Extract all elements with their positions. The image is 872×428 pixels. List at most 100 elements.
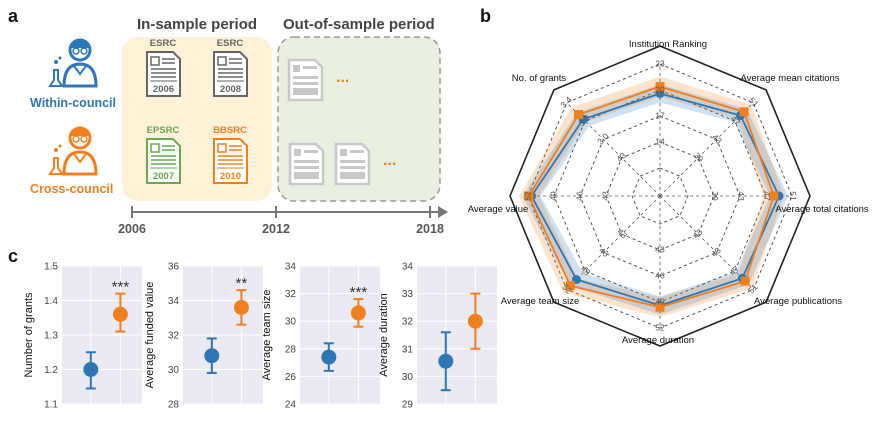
y-tick-label: 30 [168,365,180,376]
radar-grid-ring [527,63,793,329]
mean-point [321,349,337,365]
mean-point [204,348,220,364]
y-axis-label: Average funded value [144,282,156,389]
plot-background [300,266,380,404]
y-tick-label: 1.1 [44,400,58,411]
radar-axis-label: Average duration [622,335,694,346]
mean-point [467,313,483,329]
grant-year-3: 2010 [220,171,241,182]
grant-year-1: 2008 [220,84,241,95]
radar-axis-label: Average mean citations [740,73,839,84]
grant-agency-2: EPSRC [147,125,180,136]
mean-point [233,299,249,315]
radar-tick-label: 52 [522,191,532,201]
radar-inner-tick-label: 43 [655,244,665,254]
grant-agency-1: ESRC [217,38,244,49]
y-tick-label: 1.4 [44,296,58,307]
timeline-label-2012: 2012 [262,222,290,236]
radar-axis-label: Institution Ranking [629,39,707,50]
mean-point [83,362,99,377]
radar-grid-ring [631,167,689,225]
y-tick-label: 31 [402,344,414,355]
cross-council-point [655,82,665,92]
y-tick-label: 32 [285,289,297,300]
timeline-label-2006: 2006 [118,222,146,236]
radar-inner-tick-label: 14 [655,136,665,146]
radar-axis-label: No. of grants [512,73,567,84]
radar-tick-label: 17 [655,110,665,120]
y-tick-label: 24 [285,400,297,411]
y-tick-label: 33 [402,289,414,300]
cross-council-point [655,302,665,312]
grant-year-2: 2007 [153,171,174,182]
radar-tick-label: 23 [655,58,665,68]
y-axis-label: Average duration [378,293,390,377]
radar-grid-ring [509,45,811,347]
y-tick-label: 1.2 [44,365,58,376]
faded-document-icon [334,142,371,186]
y-tick-label: 1.3 [44,331,58,342]
cross-council-point [524,191,534,201]
cross-council-point [739,107,749,117]
cross-council-point [574,110,584,120]
y-tick-label: 28 [168,400,180,411]
radar-grid-ring [579,115,741,277]
ellipsis-top: ... [336,69,349,86]
y-tick-label: 30 [402,372,414,383]
radar-tick-label: 47 [762,191,772,201]
cross-council-point [740,276,750,286]
y-axis-label: Average team size [261,290,273,381]
in-sample-title: In-sample period [137,16,257,33]
within-council-label: Within-council [30,96,116,110]
radar-tick-label: 46 [655,270,665,280]
y-tick-label: 34 [168,296,180,307]
y-tick-label: 36 [168,262,180,273]
panel-label-b: b [480,6,491,26]
mean-point [350,305,366,321]
radar-tick-label: 46 [574,191,584,201]
y-tick-label: 32 [168,331,180,342]
plot-background [417,266,497,404]
cross-council-point [769,191,779,201]
radar-tick-label: 51 [788,191,798,201]
radar-tick-label: 49 [655,296,665,306]
significance-stars: *** [112,279,130,296]
significance-stars: ** [236,275,248,292]
within-council-point [655,88,665,98]
y-tick-label: 34 [402,262,414,273]
out-sample-title: Out-of-sample period [283,16,435,33]
radar-tick-label: 52 [655,322,665,332]
y-tick-label: 26 [285,372,297,383]
panel-label-c: c [8,246,18,266]
out-sample-documents [287,58,371,186]
grant-agency-0: ESRC [150,38,177,49]
cross-council-point [565,281,575,291]
radar-spoke [659,195,754,290]
radar-grid-ring [605,141,715,251]
radar-axis-label: Average total citations [775,204,869,215]
panel-a: a In-sample period Out-of-sample period … [8,6,448,236]
cross-council-label: Cross-council [30,182,113,196]
faded-document-icon [287,58,324,102]
y-tick-label: 32 [402,317,414,328]
timeline-arrow [438,206,448,218]
radar-inner-tick-label: 39 [710,191,720,201]
radar-axis-label: Average value [468,204,529,215]
within-council-researcher-icon [48,38,98,88]
y-axis-label: Number of grants [23,292,35,377]
timeline-label-2018: 2018 [416,222,444,236]
radar-tick-label: 43 [736,191,746,201]
radar-inner-tick-label: 43 [600,191,610,201]
cross-council-researcher-icon [48,126,98,176]
radar-axis-label: Average team size [501,296,580,307]
